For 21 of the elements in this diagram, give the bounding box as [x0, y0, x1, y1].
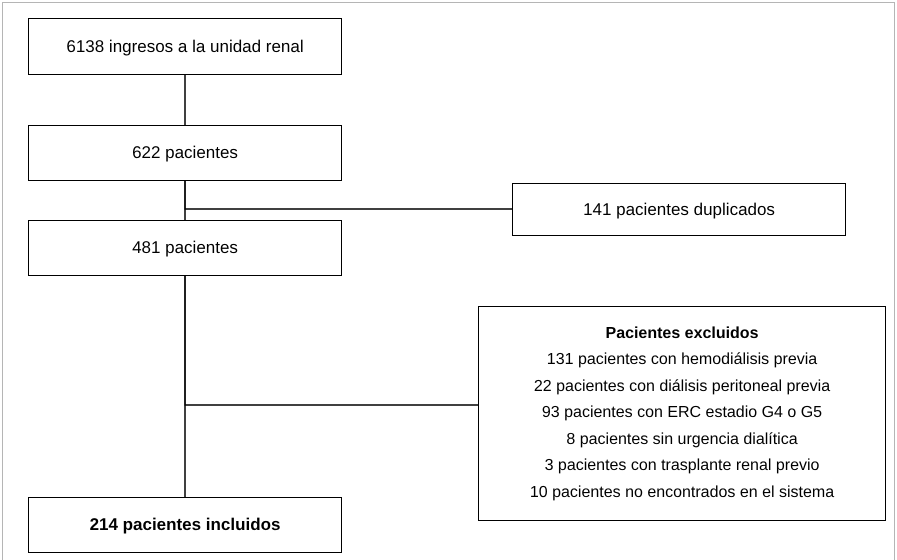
process-box	[28, 18, 342, 75]
box-text: 10 pacientes no encontrados en el sistema	[530, 482, 834, 503]
box-text: 141 pacientes duplicados	[583, 198, 775, 220]
box-heading: Pacientes excluidos	[606, 324, 758, 344]
box-text: 131 pacientes con hemodiálisis previa	[546, 350, 818, 370]
exclusion-box	[478, 306, 886, 521]
box-text: 22 pacientes con diálisis peritoneal previa	[534, 376, 830, 397]
process-box	[512, 183, 846, 236]
process-box	[28, 497, 342, 553]
box-text: 3 pacientes con trasplante renal previo	[544, 456, 820, 476]
box-text: 481 pacientes	[132, 237, 238, 259]
connector-line	[184, 276, 478, 406]
connector-line	[184, 181, 512, 210]
process-box	[28, 125, 342, 181]
connector-line	[184, 75, 186, 125]
box-text: 622 pacientes	[132, 142, 238, 164]
box-text: 93 pacientes con ERC estadio G4 o G5	[542, 403, 822, 424]
box-text: 214 pacientes incluidos	[90, 514, 280, 536]
box-text: 8 pacientes sin urgencia dialítica	[566, 430, 798, 450]
box-text: 6138 ingresos a la unidad renal	[66, 36, 304, 58]
process-box	[28, 220, 342, 276]
